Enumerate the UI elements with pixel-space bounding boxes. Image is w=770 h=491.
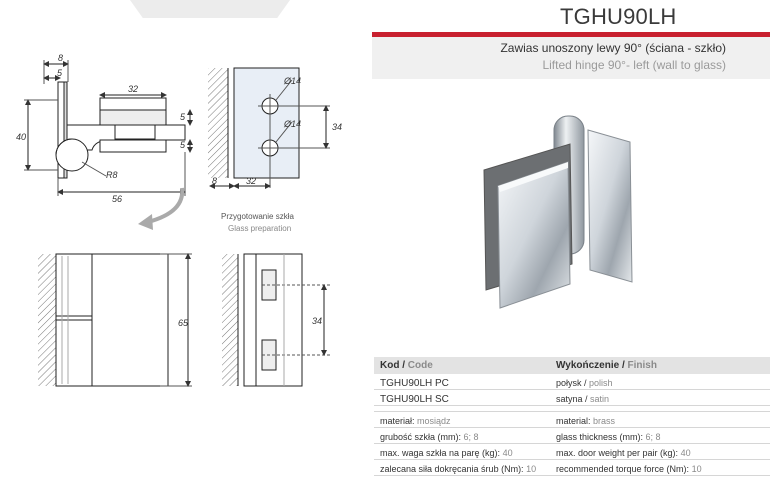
prop-label-pl: grubość szkła (mm): [380, 432, 462, 442]
row-finish-pl: połysk [556, 378, 582, 388]
header-code-pl: Kod [380, 360, 400, 371]
dim-glass-4: 32 [246, 176, 256, 186]
product-title-en: Lifted hinge 90°- left (wall to glass) [542, 58, 726, 72]
prop-label-pl: max. waga szkła na parę (kg): [380, 448, 501, 458]
front-glass-view [222, 253, 330, 387]
technical-drawing: 8 5 32 5 5 40 R8 56 Ø14 Ø14 34 8 32 [16, 53, 342, 387]
dim-glass-2: 34 [332, 122, 342, 132]
prop-label-en: max. door weight per pair (kg): [556, 448, 679, 458]
row-finish-en: polish [589, 378, 613, 388]
side-view [24, 60, 193, 196]
prop-value-pl: 6; 8 [463, 432, 479, 442]
dim-side-7: 56 [112, 194, 122, 204]
arrow-head-icon [138, 214, 153, 230]
curved-arrow-icon [147, 187, 185, 224]
row-code: TGHU90LH PC [380, 378, 449, 389]
prop-row: grubość szkła (mm): 6; 8 glass thickness… [374, 428, 770, 444]
prop-value-en: 40 [680, 448, 691, 458]
spec-table: Kod / Code Wykończenie / Finish TGHU90LH… [374, 357, 770, 476]
prop-label-en: glass thickness (mm): [556, 432, 644, 442]
dim-side-0: 8 [58, 53, 63, 63]
glass-prep-view [208, 67, 330, 189]
dim-side-1: 5 [57, 68, 63, 78]
dim-front-glass-0: 34 [312, 316, 322, 326]
dim-glass-3: 8 [212, 176, 217, 186]
prop-value-pl: 10 [526, 464, 537, 474]
dim-front-0: 65 [178, 318, 189, 328]
title-accent-rule [372, 32, 770, 37]
header-code-en: Code [407, 360, 433, 371]
prop-label-pl: zalecana siła dokręcania śrub (Nm): [380, 464, 524, 474]
prop-label-en: material: [556, 416, 591, 426]
dim-side-4: 5 [180, 140, 186, 150]
row-finish-pl: satyna [556, 394, 583, 404]
prop-label-en: recommended torque force (Nm): [556, 464, 690, 474]
front-view [38, 253, 192, 387]
prop-label-pl: materiał: [380, 416, 415, 426]
row-code: TGHU90LH SC [380, 394, 449, 405]
prop-row: materiał: mosiądz material: brass [374, 412, 770, 428]
prop-row: max. waga szkła na parę (kg): 40 max. do… [374, 444, 770, 460]
table-gap [374, 406, 770, 412]
product-code-title: TGHU90LH [560, 4, 677, 29]
prop-value-en: brass [593, 416, 616, 426]
title-subheader-band [372, 37, 770, 79]
glass-prep-label-en: Glass preparation [228, 224, 292, 233]
dim-side-5: 40 [16, 132, 26, 142]
table-row: TGHU90LH SC satyna / satin [374, 390, 770, 406]
product-photo [483, 115, 633, 309]
prop-value-en: 6; 8 [645, 432, 661, 442]
header-strip-remnant [130, 0, 290, 18]
prop-row: zalecana siła dokręcania śrub (Nm): 10 r… [374, 460, 770, 476]
dim-glass-1: Ø14 [283, 119, 301, 129]
header-finish-en: Finish [627, 360, 657, 371]
product-title-pl: Zawias unoszony lewy 90° (ściana - szkło… [500, 41, 726, 55]
spec-table-header: Kod / Code Wykończenie / Finish [374, 357, 770, 374]
dim-side-6: R8 [106, 170, 118, 180]
prop-value-pl: 40 [502, 448, 513, 458]
dim-glass-0: Ø14 [283, 76, 301, 86]
dim-side-3: 5 [180, 112, 186, 122]
header-finish-pl: Wykończenie [556, 360, 620, 371]
prop-value-en: 10 [691, 464, 702, 474]
dim-side-2: 32 [128, 84, 138, 94]
row-finish-en: satin [590, 394, 610, 404]
table-row: TGHU90LH PC połysk / polish [374, 374, 770, 390]
prop-value-pl: mosiądz [417, 416, 451, 426]
glass-prep-label-pl: Przygotowanie szkła [221, 212, 294, 221]
